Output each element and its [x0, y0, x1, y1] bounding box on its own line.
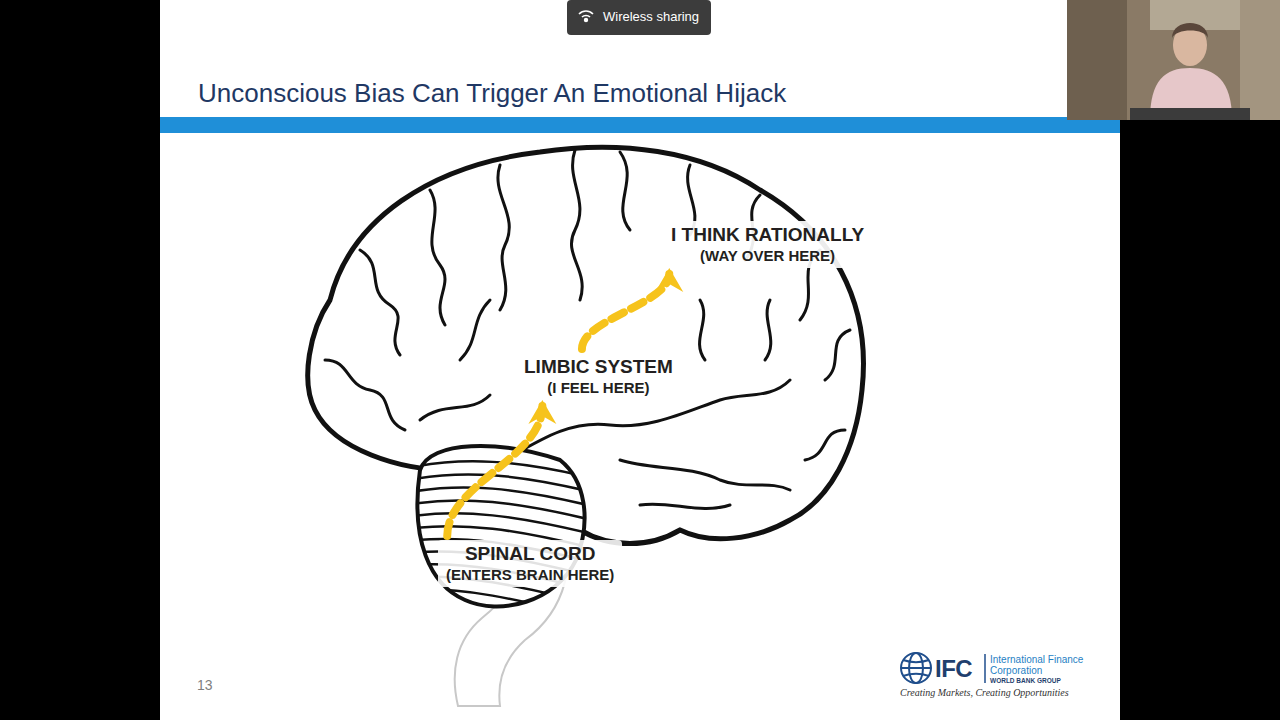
brain-folds	[325, 150, 850, 509]
region-note: (ENTERS BRAIN HERE)	[446, 565, 614, 584]
logo-divider	[984, 654, 986, 683]
slide-background	[160, 0, 1120, 720]
page-number: 13	[197, 677, 213, 693]
webcam-thumbnail	[1067, 0, 1280, 120]
wifi-icon	[579, 11, 593, 21]
brain-region-label: I THINK RATIONALLY(WAY OVER HERE)	[663, 221, 872, 268]
region-note: (I FEEL HERE)	[524, 378, 673, 397]
region-name: SPINAL CORD	[446, 543, 614, 565]
brain-outline	[308, 147, 864, 543]
sharing-label: Wireless sharing	[603, 9, 699, 24]
dashed-arrow	[447, 406, 542, 536]
region-note: (WAY OVER HERE)	[671, 246, 864, 265]
slide-title: Unconscious Bias Can Trigger An Emotiona…	[198, 78, 786, 109]
brain-region-label: SPINAL CORD(ENTERS BRAIN HERE)	[438, 540, 622, 587]
sharing-pill	[567, 0, 711, 35]
region-name: I THINK RATIONALLY	[671, 224, 864, 246]
world-bank-group: WORLD BANK GROUP	[990, 677, 1061, 684]
title-band	[160, 117, 1120, 133]
dashed-arrow	[582, 274, 669, 349]
region-name: LIMBIC SYSTEM	[524, 356, 673, 378]
ifc-wordmark: IFC	[935, 655, 972, 683]
ifc-tagline: Creating Markets, Creating Opportunities	[900, 687, 1069, 698]
ifc-full-name: International Finance Corporation	[990, 654, 1086, 676]
ifc-globe-logo	[901, 653, 931, 683]
brain-region-label: LIMBIC SYSTEM(I FEEL HERE)	[516, 353, 681, 400]
